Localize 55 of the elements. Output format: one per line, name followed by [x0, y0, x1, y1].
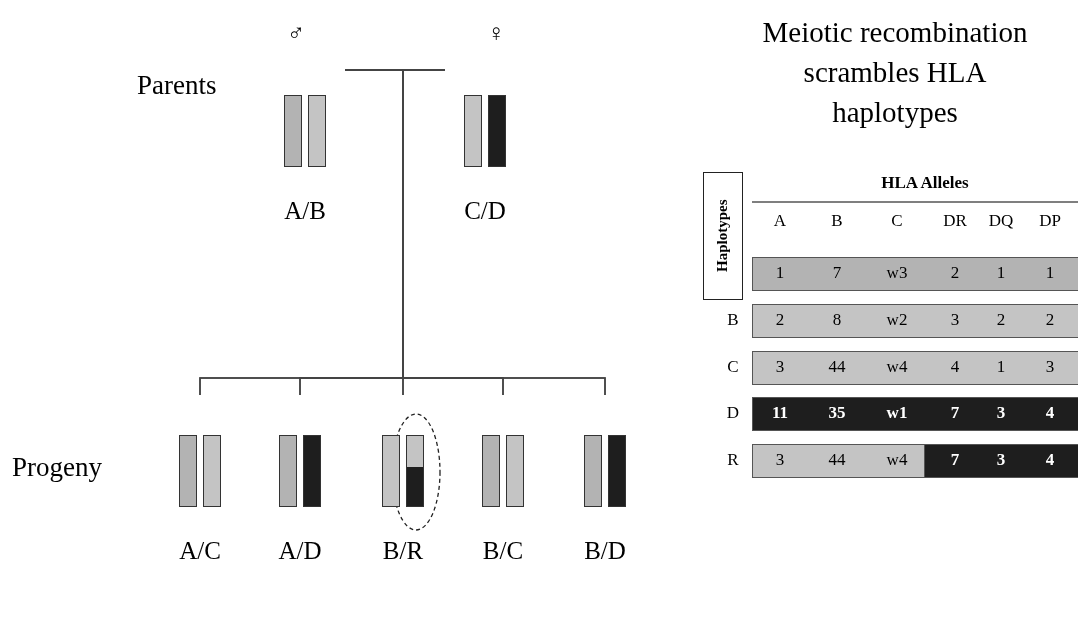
column-header: DP — [1038, 211, 1062, 231]
table-cell-text: w2 — [885, 310, 909, 330]
table-cell-text: 7 — [831, 263, 843, 283]
sex-symbol: ♀ — [487, 20, 505, 47]
row-label: C — [726, 357, 740, 377]
table-cell-text: 4 — [949, 357, 961, 377]
table-cell-text: w4 — [885, 357, 909, 377]
sex-symbol: ♂ — [287, 20, 305, 47]
table-cell-text: 3 — [949, 310, 961, 330]
genotype-label: A/D — [277, 537, 323, 565]
table-cell-text: w3 — [885, 263, 909, 283]
table-cell-text: 1 — [995, 357, 1007, 377]
column-header: DR — [942, 211, 968, 231]
table-cell-text: 44 — [827, 450, 847, 470]
table-cell-text: 44 — [827, 357, 847, 377]
column-header: C — [890, 211, 904, 231]
title: Meiotic recombination scrambles HLA haplotypes — [761, 15, 1029, 130]
column-header: B — [830, 211, 844, 231]
table-cell-text: 3 — [1044, 357, 1056, 377]
table-cell-text: 2 — [995, 310, 1007, 330]
table-cell-text: 4 — [1044, 450, 1056, 470]
table-cell-text: 2 — [949, 263, 961, 283]
table-cell-text: 3 — [995, 450, 1007, 470]
table-cell-text: 7 — [949, 403, 961, 423]
table-cell-text: w1 — [885, 403, 909, 423]
column-group-header: HLA Alleles — [880, 173, 970, 193]
pedigree-line — [402, 69, 606, 396]
table-cell-text: 4 — [1044, 403, 1056, 423]
table-cell-text: 8 — [831, 310, 843, 330]
axis-label: Haplotypes — [703, 172, 743, 300]
table-cell-text: 11 — [770, 403, 790, 423]
table-cell-text: 2 — [774, 310, 786, 330]
table-cell-text: 7 — [949, 450, 961, 470]
row-label: D — [725, 403, 741, 423]
genotype-label: B/R — [381, 537, 425, 565]
table-cell-text: 1 — [774, 263, 786, 283]
side-label: Parents — [137, 70, 217, 101]
column-header: DQ — [987, 211, 1015, 231]
side-label: Progeny — [12, 452, 102, 483]
column-header: A — [772, 211, 788, 231]
table-cell-text: 3 — [774, 450, 786, 470]
row-label: R — [726, 450, 740, 470]
table-cell-text: 3 — [774, 357, 786, 377]
table-cell-text: 35 — [827, 403, 847, 423]
table-cell-text: 2 — [1044, 310, 1056, 330]
genotype-label: A/B — [283, 197, 327, 225]
genotype-label: A/C — [178, 537, 222, 565]
genotype-label: C/D — [463, 197, 507, 225]
table-cell-text: 3 — [995, 403, 1007, 423]
table-cell-text: w4 — [885, 450, 909, 470]
row-label: B — [726, 310, 740, 330]
genotype-label: B/D — [583, 537, 627, 565]
genotype-label: B/C — [481, 537, 525, 565]
table-cell-text: 1 — [995, 263, 1007, 283]
table-cell-text: 1 — [1044, 263, 1056, 283]
